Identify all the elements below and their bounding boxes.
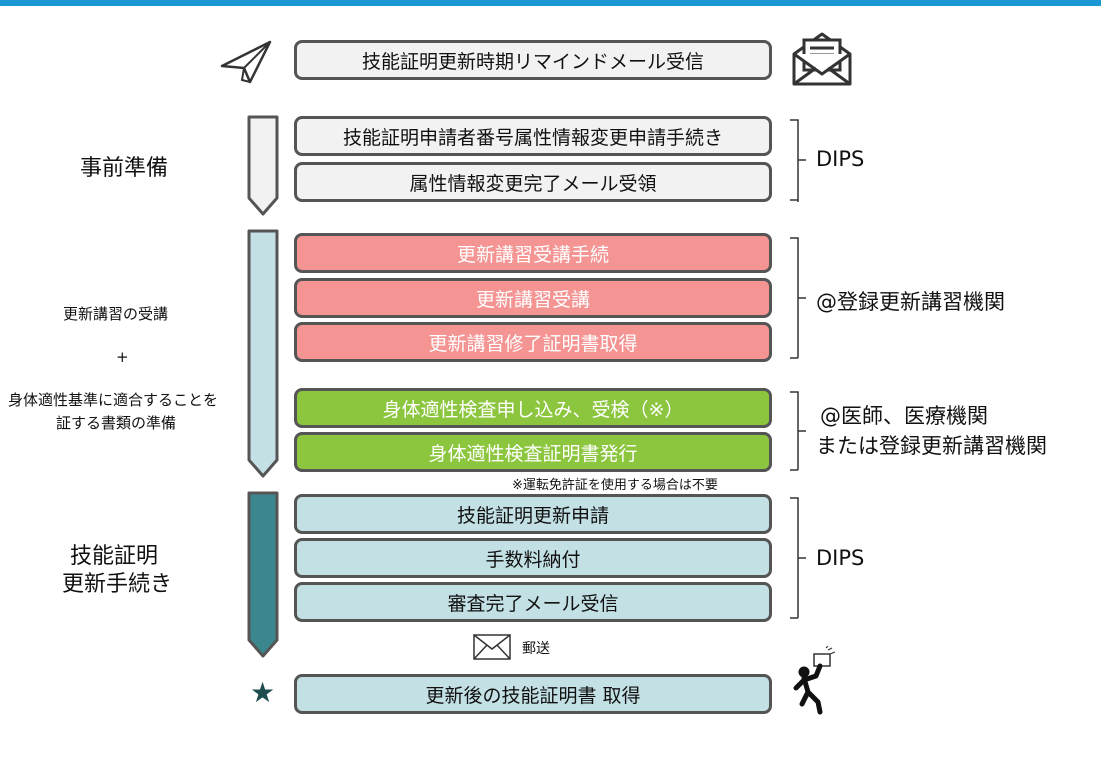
review-mail-box: 審査完了メール受信 xyxy=(294,582,772,622)
license-note: ※運転免許証を使用する場合は不要 xyxy=(512,478,718,493)
phase-course-arrow xyxy=(247,229,279,478)
phase-renew-arrow xyxy=(247,491,279,658)
mail-label: 郵送 xyxy=(522,641,550,657)
dips-bracket-1 xyxy=(790,119,806,202)
course-org-label: @登録更新講習機関 xyxy=(816,290,1005,314)
runner-icon xyxy=(793,646,836,715)
phase-prep-label: 事前準備 xyxy=(80,156,169,181)
course-attend-box: 更新講習受講 xyxy=(294,278,772,318)
doctor-label-line2: または登録更新講習機関 xyxy=(816,434,1047,458)
top-accent-bar xyxy=(0,0,1101,6)
phase-course-line3: 証する書類の準備 xyxy=(56,414,177,432)
phase-renew-line2: 更新手続き xyxy=(62,572,173,597)
doctor-bracket xyxy=(790,391,806,471)
star-icon: ★ xyxy=(250,676,276,709)
envelope-icon xyxy=(473,634,511,660)
change-attr-apply-box: 技能証明申請者番号属性情報変更申請手続き xyxy=(294,116,772,156)
remind-mail-box: 技能証明更新時期リマインドメール受信 xyxy=(294,40,772,80)
doctor-label-line1: @医師、医療機関 xyxy=(820,404,988,428)
phase-course-plus: + xyxy=(116,348,129,366)
dips-bracket-2 xyxy=(790,497,806,619)
physical-apply-box: 身体適性検査申し込み、受検（※） xyxy=(294,388,772,428)
phase-course-line2: 身体適性基準に適合することを xyxy=(8,391,219,409)
dips-label-1: DIPS xyxy=(816,147,865,171)
dips-label-2: DIPS xyxy=(816,546,865,570)
paper-plane-icon xyxy=(220,40,272,84)
final-box: 更新後の技能証明書 取得 xyxy=(294,674,772,714)
phase-prep-arrow xyxy=(247,115,279,216)
change-attr-mail-box: 属性情報変更完了メール受領 xyxy=(294,162,772,202)
phase-course-line1: 更新講習の受講 xyxy=(63,305,169,323)
open-envelope-icon xyxy=(792,32,852,86)
renew-apply-box: 技能証明更新申請 xyxy=(294,494,772,534)
course-apply-box: 更新講習受講手続 xyxy=(294,233,772,273)
course-cert-box: 更新講習修了証明書取得 xyxy=(294,322,772,362)
course-org-bracket xyxy=(790,237,806,359)
fee-box: 手数料納付 xyxy=(294,538,772,578)
physical-cert-box: 身体適性検査証明書発行 xyxy=(294,432,772,472)
phase-renew-line1: 技能証明 xyxy=(70,544,159,569)
